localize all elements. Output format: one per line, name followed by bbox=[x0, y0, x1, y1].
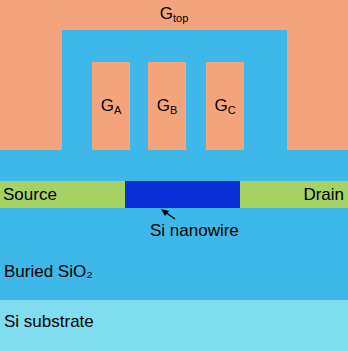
layer-label: Buried SiO₂ bbox=[4, 262, 93, 282]
layer-label: Source bbox=[3, 185, 57, 205]
gate-electrode: GA bbox=[92, 62, 130, 150]
callout-label: Si nanowire bbox=[150, 221, 239, 241]
leader-arrowhead bbox=[161, 209, 169, 216]
material-layer: Si substrate bbox=[0, 300, 348, 351]
gate-label: GA bbox=[101, 96, 122, 116]
material-layer: Source bbox=[0, 181, 125, 208]
oxide-shell bbox=[62, 30, 287, 150]
nanowire-channel bbox=[125, 181, 240, 208]
gate-electrode: GC bbox=[206, 62, 244, 150]
layer-label: Drain bbox=[303, 185, 344, 205]
gate-electrode: GB bbox=[148, 62, 186, 150]
gate-electrode: GtopGA GB GC bbox=[0, 0, 348, 150]
layer-label: Si substrate bbox=[4, 312, 94, 332]
gate-label: GC bbox=[214, 96, 235, 116]
gate-label: GB bbox=[157, 96, 178, 116]
material-layer: Drain bbox=[240, 181, 348, 208]
gate-label: Gtop bbox=[160, 4, 189, 24]
